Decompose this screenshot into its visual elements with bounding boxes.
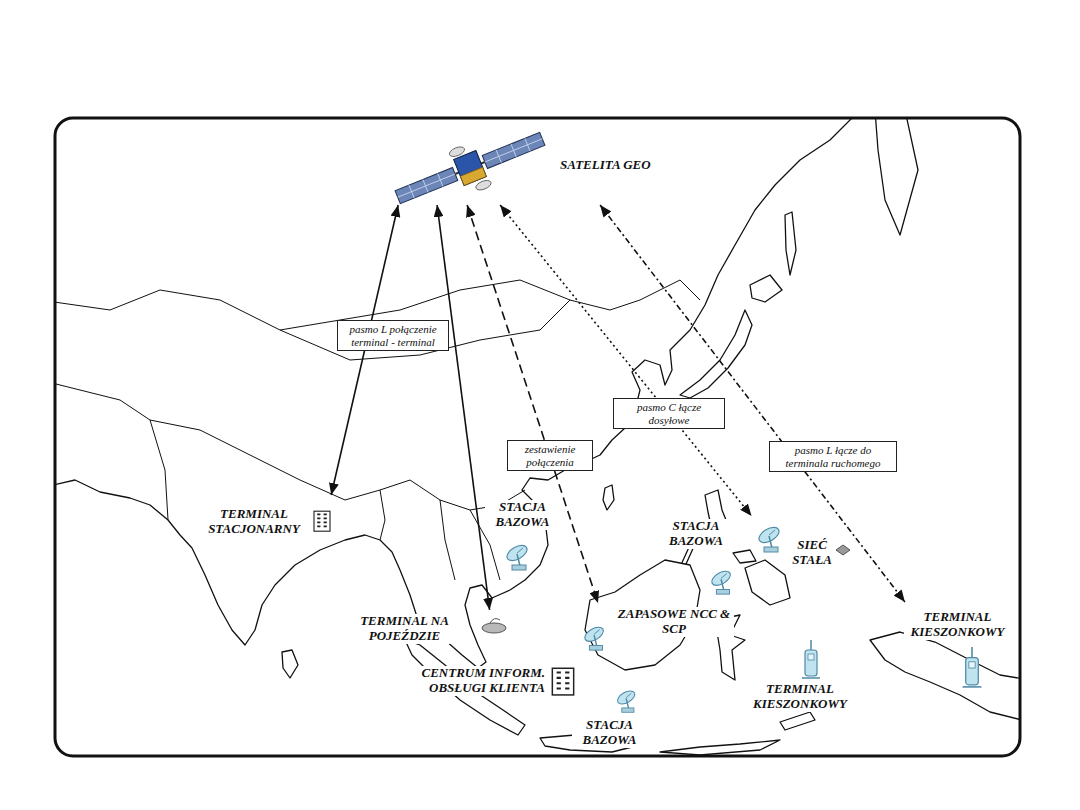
lesser-sunda [660,740,780,755]
link-label: pasmo C łącze dosyłowe [613,398,725,429]
pocket-terminal-label: TERMINAL KIESZONKOWY [745,682,855,712]
satellite-dish [448,145,466,158]
base-station-label: STACJA BAZOWA [572,718,647,748]
link-label: pasmo L łącze do terminala ruchomego [769,441,897,472]
japan [680,310,752,398]
label-text: STACJA BAZOWA [485,500,560,530]
border-line [440,500,455,580]
vehicle-terminal-node: TERMINAL NA POJEŹDZIE [340,610,510,648]
customer-centre-icon [552,668,573,695]
satellite-dish [475,179,493,192]
vehicle-body [482,623,506,633]
country-borders [56,280,700,580]
satellite-node: SATELITA GEO [380,130,710,205]
border-line [280,300,570,360]
border-line [380,490,385,540]
visayas [733,550,756,563]
backup-ncc-node: ZAPASOWE NCC & SCP [578,603,738,653]
link-label: zestawienie połączenia [507,440,593,471]
node-text: TERMINAL NA POJEŹDZIE [344,614,465,644]
fixed-terminal-icon [314,511,330,531]
fixed-network-label: SIEĆ STAŁA [788,538,836,568]
base-station-icon [709,568,732,594]
taiwan [603,485,614,510]
panel-grid [395,132,545,203]
handheld-terminal-icon [802,640,820,678]
label-text: TERMINAL KIESZONKOWY [745,682,855,712]
node-text: ZAPASOWE NCC & SCP [614,607,734,637]
timor [780,712,815,730]
customer-centre-label: CENTRUM INFORM. OBSŁUGI KLIENTA [395,666,545,696]
link-arrow [600,205,905,602]
fixed-network-icon [836,545,850,555]
node-text: SATELITA GEO [560,158,651,173]
frame [55,118,1020,756]
border-line [56,380,168,520]
node-text: TERMINAL KIESZONKOWY [904,610,1011,640]
base-station-icon [615,688,637,712]
asia-map [56,119,1019,755]
vehicle-antenna [490,619,500,623]
pocket-terminal-node: TERMINAL KIESZONKOWY [900,602,1015,686]
label-text: SIEĆ STAŁA [788,538,836,568]
base-station-icon [504,542,529,570]
base-station-node: STACJA BAZOWA [645,516,793,552]
label-text: CENTRUM INFORM. OBSŁUGI KLIENTA [395,666,545,696]
handheld-terminal-icon [963,647,982,687]
new-guinea [870,632,1019,722]
hokkaido [750,275,782,302]
satellite-icon [389,117,552,221]
link-arrow [467,205,598,603]
kamchatka [875,119,918,235]
fixed-terminal-node: TERMINAL STACJONARNY [198,495,346,541]
sri-lanka [282,650,298,678]
mindanao [745,560,790,605]
base-station-icon [756,524,781,552]
vehicle-icon [482,619,506,633]
node-text: STACJA BAZOWA [649,519,743,549]
base-station-label: STACJA BAZOWA [485,500,560,530]
sakhalin [785,212,796,275]
label-text: STACJA BAZOWA [572,718,647,748]
mainland-outline [56,119,860,668]
link-label: pasmo L połączenie terminal - terminal [337,320,449,351]
node-text: TERMINAL STACJONARNY [202,507,306,537]
link-arrow [500,205,751,516]
link-arrow [437,205,490,610]
base-station-icon [582,624,605,650]
